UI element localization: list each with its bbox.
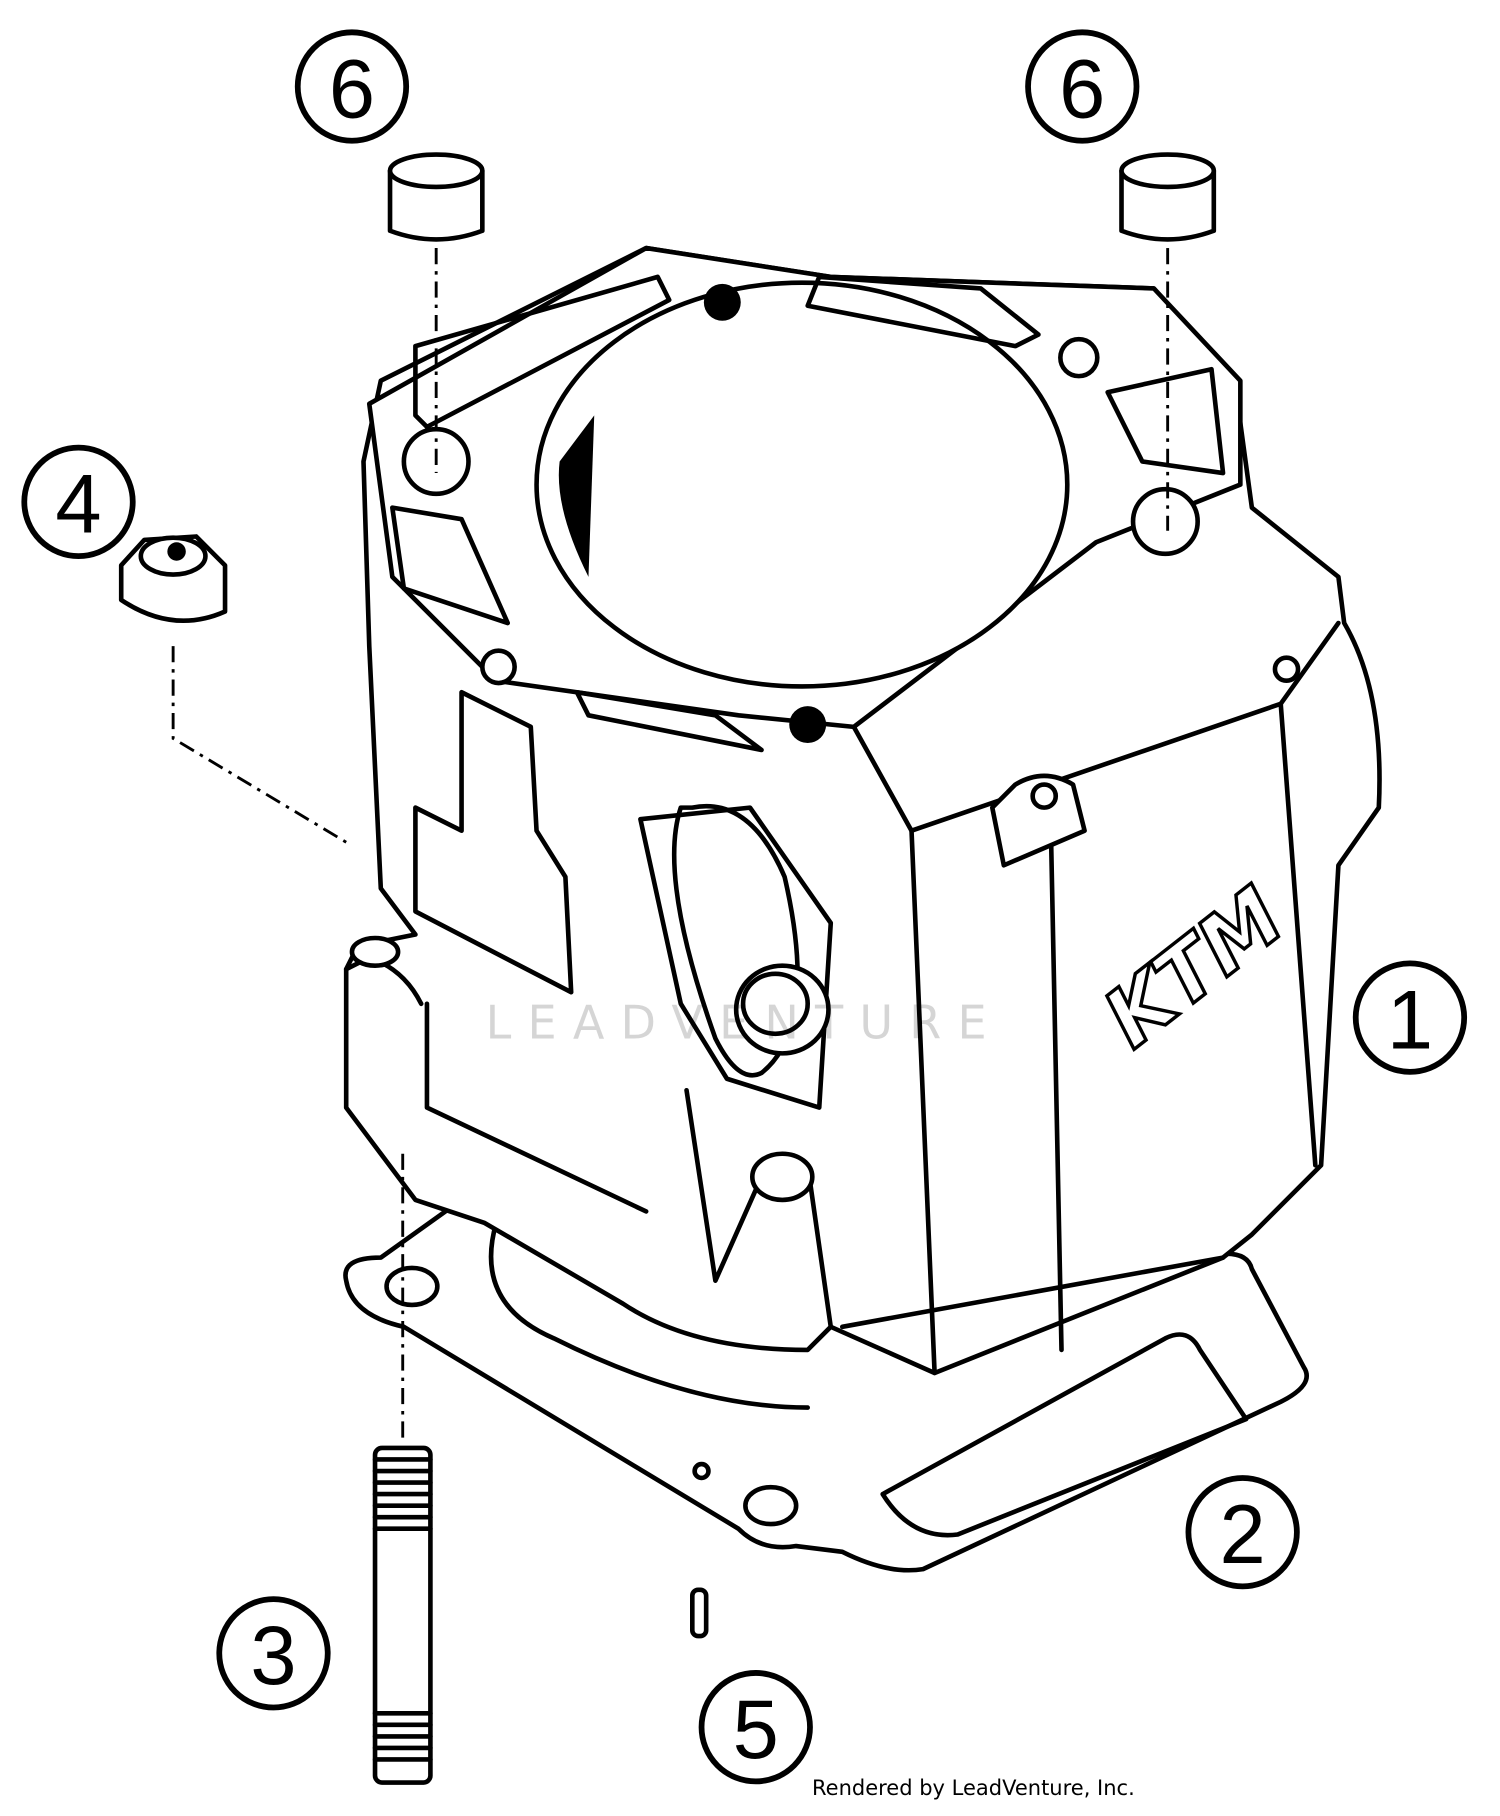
callout-6-left[interactable]: 6 — [294, 29, 410, 144]
svg-text:2: 2 — [1220, 1488, 1266, 1581]
footer-credit: Rendered by LeadVenture, Inc. — [812, 1776, 1135, 1800]
callout-2[interactable]: 2 — [1185, 1475, 1300, 1590]
callout-5[interactable]: 5 — [698, 1670, 813, 1785]
callout-1[interactable]: 1 — [1352, 960, 1468, 1075]
svg-text:5: 5 — [733, 1683, 779, 1776]
svg-text:6: 6 — [1059, 42, 1105, 135]
svg-text:4: 4 — [55, 458, 101, 551]
watermark: LEADVENTURE — [486, 995, 1003, 1049]
svg-text:3: 3 — [250, 1609, 296, 1702]
svg-text:6: 6 — [329, 42, 375, 135]
part-4-nut[interactable] — [118, 534, 228, 623]
part-5-dowel-pin[interactable] — [690, 1587, 709, 1639]
part-6-dowel-sleeve-right[interactable] — [1119, 152, 1217, 242]
callout-4[interactable]: 4 — [21, 444, 136, 559]
part-3-stud[interactable] — [372, 1445, 433, 1785]
part-1-cylinder[interactable]: KTM — [343, 245, 1382, 1376]
assembly-line — [171, 646, 347, 844]
callout-3[interactable]: 3 — [216, 1596, 331, 1711]
svg-text:1: 1 — [1387, 973, 1433, 1066]
part-6-dowel-sleeve-left[interactable] — [387, 152, 485, 242]
callout-6-right[interactable]: 6 — [1025, 29, 1140, 144]
